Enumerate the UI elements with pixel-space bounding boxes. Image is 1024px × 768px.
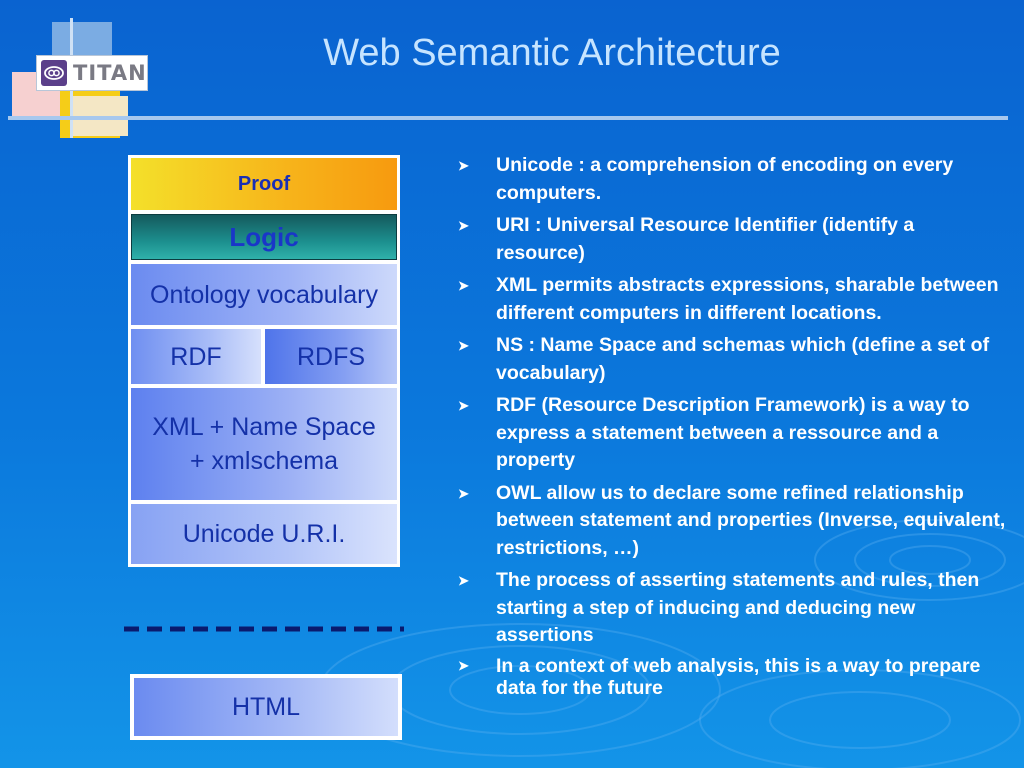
titan-logo: TITAN (36, 55, 148, 91)
list-item-text: RDF (Resource Description Framework) is … (496, 394, 970, 471)
triangle-arrow-icon: ➤ (458, 338, 469, 353)
list-item: ➤ URI : Universal Resource Identifier (i… (458, 212, 1006, 267)
list-item: ➤ NS : Name Space and schemas which (def… (458, 332, 1006, 387)
dashed-separator (124, 626, 404, 632)
layer-unicode-uri: Unicode U.R.I. (131, 504, 397, 564)
list-item: ➤ The process of asserting statements an… (458, 567, 1006, 650)
title-underline (8, 116, 1008, 120)
list-item-text: In a context of web analysis, this is a … (496, 654, 981, 699)
list-item-text: Unicode : a comprehension of encoding on… (496, 154, 954, 204)
list-item: ➤ Unicode : a comprehension of encoding … (458, 152, 1006, 207)
triangle-arrow-icon: ➤ (458, 278, 469, 293)
layer-rdf: RDF (131, 329, 261, 384)
logo-text: TITAN (73, 61, 147, 85)
bullet-list: ➤ Unicode : a comprehension of encoding … (458, 152, 1006, 699)
page-title: Web Semantic Architecture (323, 32, 781, 74)
list-item: ➤ In a context of web analysis, this is … (458, 655, 1006, 699)
list-item-text: NS : Name Space and schemas which (defin… (496, 334, 990, 384)
layer-logic: Logic (131, 214, 397, 260)
triangle-arrow-icon: ➤ (458, 218, 469, 233)
list-item: ➤ XML permits abstracts expressions, sha… (458, 272, 1006, 327)
titan-logo-icon (41, 60, 67, 86)
layer-xml-line2: + xmlschema (190, 447, 338, 475)
layer-ontology-vocabulary: Ontology vocabulary (131, 264, 397, 325)
semantic-web-stack: Proof Logic Ontology vocabulary RDF RDFS… (128, 155, 400, 567)
list-item-text: XML permits abstracts expressions, shara… (496, 274, 999, 324)
html-layer-box: HTML (130, 674, 402, 740)
layer-rdfs: RDFS (265, 329, 397, 384)
list-item: ➤ RDF (Resource Description Framework) i… (458, 392, 1006, 475)
layer-html: HTML (134, 678, 398, 736)
layer-xml-line1: XML + Name Space (152, 413, 376, 441)
triangle-arrow-icon: ➤ (458, 398, 469, 413)
layer-xml-namespace: XML + Name Space + xmlschema (131, 388, 397, 500)
layer-proof: Proof (131, 158, 397, 210)
triangle-arrow-icon: ➤ (458, 573, 469, 588)
list-item: ➤ OWL allow us to declare some refined r… (458, 480, 1006, 563)
triangle-arrow-icon: ➤ (458, 158, 469, 173)
list-item-text: The process of asserting statements and … (496, 569, 980, 646)
triangle-arrow-icon: ➤ (458, 485, 469, 501)
list-item-text: URI : Universal Resource Identifier (ide… (496, 214, 915, 264)
triangle-arrow-icon: ➤ (458, 657, 469, 673)
list-item-text: OWL allow us to declare some refined rel… (496, 481, 1006, 559)
